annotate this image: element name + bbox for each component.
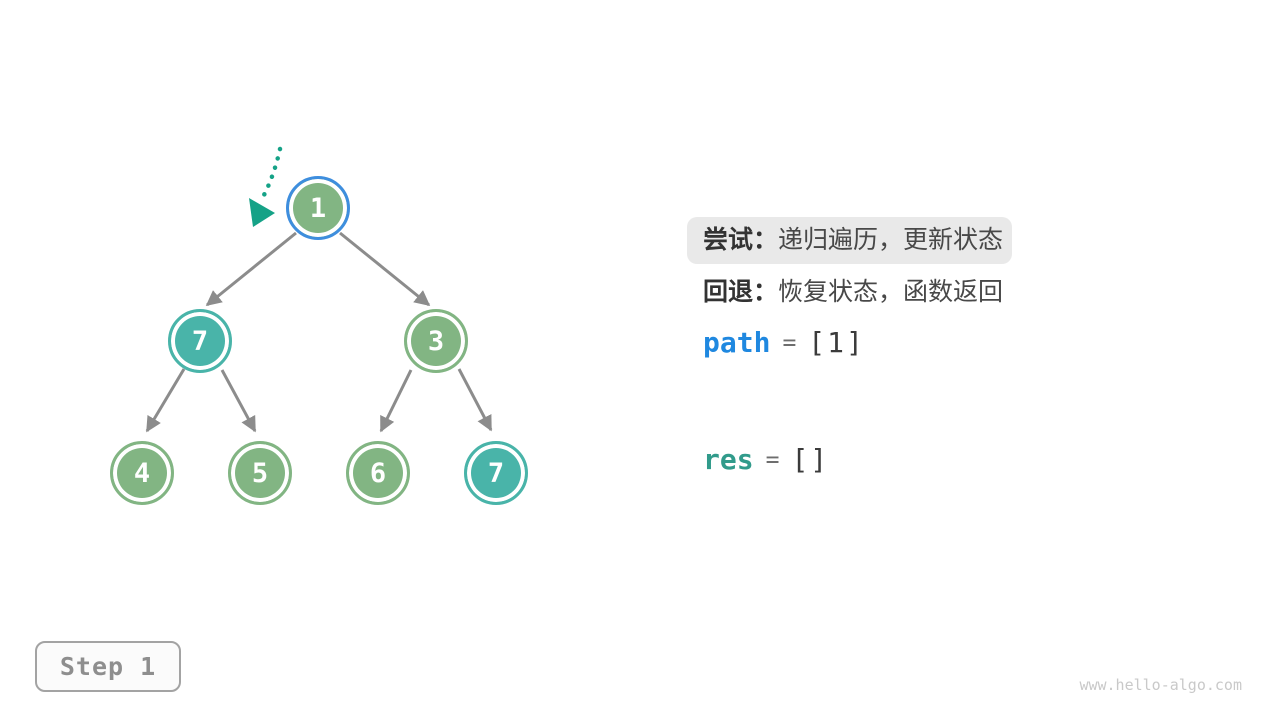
try-label: 尝试： — [703, 226, 779, 254]
path-variable-value: [1] — [808, 326, 865, 359]
res-variable-line: res = [] — [703, 446, 829, 474]
edge-3-7 — [457, 368, 493, 432]
tree-node-3: 3 — [404, 309, 468, 373]
node-value: 7 — [191, 325, 209, 357]
edge-7-4 — [145, 368, 186, 433]
node-value: 4 — [133, 457, 151, 489]
path-variable-line: path = [1] — [703, 329, 865, 357]
try-status-box: 尝试：递归遍历，更新状态 — [687, 217, 1012, 264]
traversal-cursor-arrow — [249, 146, 283, 227]
path-variable-name: path — [703, 326, 771, 359]
equals-sign: = — [782, 329, 797, 356]
backtrack-label: 回退： — [703, 278, 779, 306]
node-value: 1 — [309, 192, 327, 224]
watermark: www.hello-algo.com — [1079, 676, 1242, 694]
node-value: 5 — [251, 457, 269, 489]
equals-sign: = — [765, 446, 780, 473]
res-variable-value: [] — [791, 443, 830, 476]
tree-node-4: 4 — [110, 441, 174, 505]
res-variable-name: res — [703, 443, 754, 476]
edge-1-7 — [205, 231, 297, 307]
tree-node-6: 6 — [346, 441, 410, 505]
node-value: 7 — [487, 457, 505, 489]
tree-node-7-left: 7 — [168, 309, 232, 373]
tree-node-5: 5 — [228, 441, 292, 505]
backtrack-text: 恢复状态，函数返回 — [778, 278, 1004, 306]
tree-node-7-right: 7 — [464, 441, 528, 505]
node-value: 6 — [369, 457, 387, 489]
step-label: Step 1 — [59, 652, 157, 681]
step-badge: Step 1 — [35, 641, 181, 692]
edge-7-5 — [220, 369, 257, 433]
tree-node-1: 1 — [286, 176, 350, 240]
edge-1-3 — [339, 231, 431, 307]
try-text: 递归遍历，更新状态 — [778, 226, 1004, 254]
backtrack-status-line: 回退：恢复状态，函数返回 — [703, 280, 1003, 305]
edge-3-6 — [379, 369, 413, 433]
node-value: 3 — [427, 325, 445, 357]
